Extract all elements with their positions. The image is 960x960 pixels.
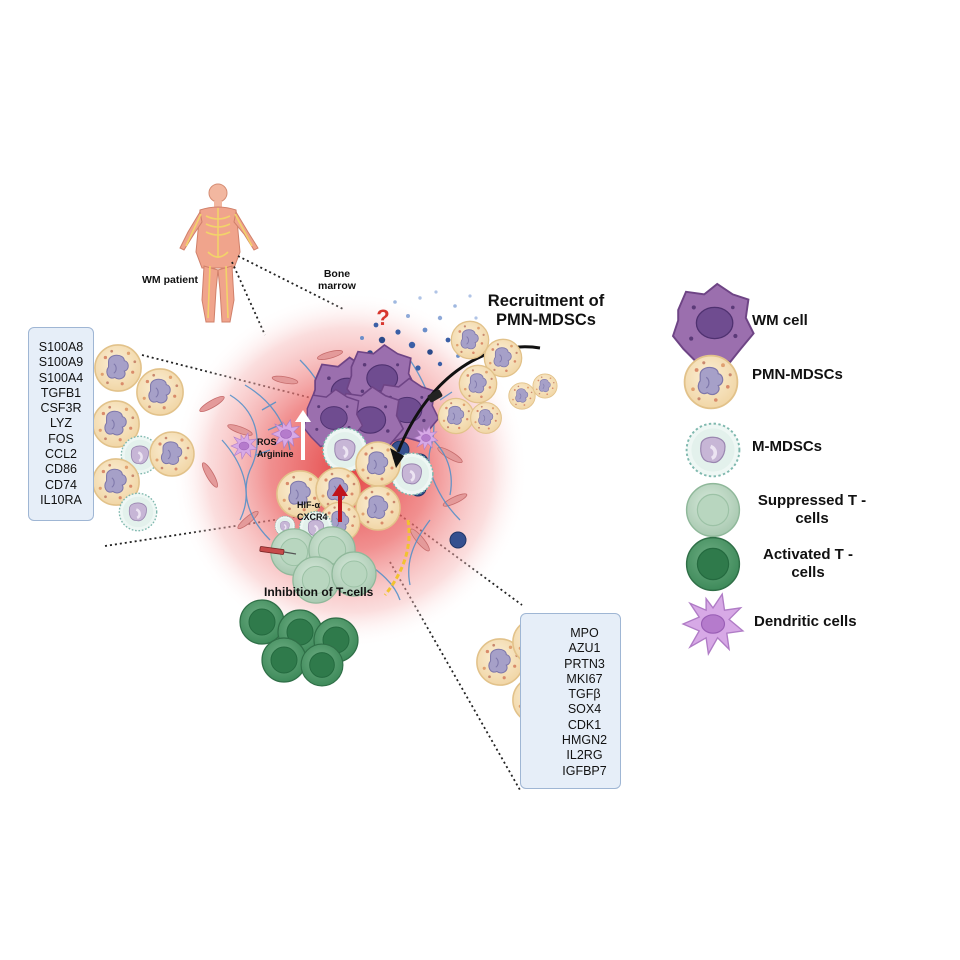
gene-label: MKI67 xyxy=(566,671,603,686)
gene-label: CSF3R xyxy=(40,401,82,416)
gene-label: FOS xyxy=(48,431,74,446)
gene-label: IL10RA xyxy=(40,492,82,507)
gene-label: S100A8 xyxy=(38,340,84,354)
gene-label: LYZ xyxy=(50,416,72,431)
gene-label: CD74 xyxy=(45,477,77,492)
gene-label: IGFBP7 xyxy=(562,763,607,778)
gene-label: HMGN2 xyxy=(561,733,608,748)
hif-label: HIF-α xyxy=(297,500,321,510)
ros-arginine-arrow xyxy=(295,410,311,460)
human-patient-icon xyxy=(179,183,259,323)
arginine-label: Arginine xyxy=(257,449,294,459)
wm-patient-label: WM patient xyxy=(142,274,198,286)
stromal-cells xyxy=(199,350,468,552)
legend-pmn-mdscs: PMN-MDSCs xyxy=(752,366,843,383)
syringe-icon xyxy=(259,546,297,555)
recruitment-label: Recruitment of PMN-MDSCs xyxy=(487,292,605,329)
gene-label: S100A9 xyxy=(38,355,84,370)
gene-label: CDK1 xyxy=(567,717,602,732)
gene-label: CD86 xyxy=(45,462,77,477)
legend-wm-cell: WM cell xyxy=(752,312,808,329)
wm-cell-icon xyxy=(672,283,755,363)
gene-label: SOX4 xyxy=(567,702,602,717)
hif-cxcr4-arrow xyxy=(332,484,348,522)
pmn-mdsc-icon xyxy=(683,354,739,410)
gene-label: TGFβ xyxy=(568,687,601,702)
legend-dendritic-cells: Dendritic cells xyxy=(754,613,857,630)
left-gene-box: S100A8 S100A9 S100A4 TGFB1 CSF3R LYZ FOS… xyxy=(28,327,94,521)
m-mdsc-icon xyxy=(684,421,742,479)
suppressed-t-cell-icon xyxy=(685,482,741,538)
legend-activated-t-cells: Activated T - cells xyxy=(762,546,853,581)
recruitment-arrow xyxy=(390,345,541,468)
gene-label: CCL2 xyxy=(45,447,77,462)
legend-m-mdscs: M-MDSCs xyxy=(752,438,822,455)
gene-label: MPO xyxy=(570,626,599,640)
inhibition-label: Inhibition of T-cells xyxy=(264,585,374,599)
ros-label: ROS xyxy=(257,437,277,447)
legend-suppressed-t-cells: Suppressed T - cells xyxy=(757,492,867,527)
gene-label: IL2RG xyxy=(566,748,603,763)
cxcr4-label: CXCR4 xyxy=(297,512,328,522)
right-gene-box: MPO AZU1 PRTN3 MKI67 TGFβ SOX4 CDK1 HMGN… xyxy=(520,613,621,789)
gene-label: PRTN3 xyxy=(564,656,605,671)
bone-marrow-label: Bone marrow xyxy=(318,268,356,292)
gene-label: TGFB1 xyxy=(40,385,82,400)
question-mark: ? xyxy=(376,305,389,330)
molecule-dots xyxy=(360,290,478,371)
activated-t-cell-icon xyxy=(685,536,741,592)
gene-label: S100A4 xyxy=(38,370,84,385)
gene-label: AZU1 xyxy=(568,641,601,656)
dendritic-cell-icon xyxy=(682,593,744,655)
